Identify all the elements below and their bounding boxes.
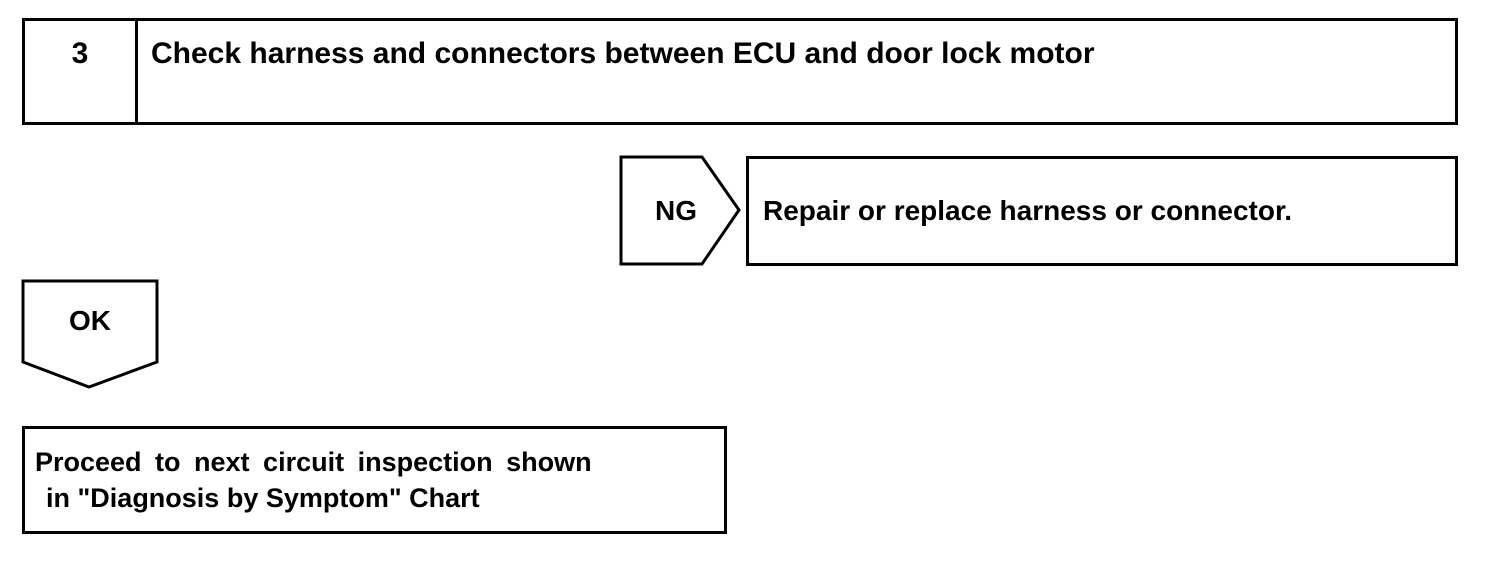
ok-result-box: Proceed to next circuit inspection shown… <box>22 426 727 534</box>
step-title: Check harness and connectors between ECU… <box>151 37 1095 70</box>
ok-arrow <box>21 279 159 389</box>
ng-result-box: Repair or replace harness or connector. <box>746 156 1458 266</box>
ng-arrow <box>619 155 741 266</box>
ok-result-line1: Proceed to next circuit inspection shown <box>35 447 592 477</box>
ng-result-text: Repair or replace harness or connector. <box>763 195 1293 226</box>
ng-label: NG <box>655 195 697 226</box>
step-number-cell: 3 <box>25 21 138 122</box>
ok-result-line2: in "Diagnosis by Symptom" Chart <box>46 483 480 513</box>
step-box: 3 Check harness and connectors between E… <box>22 18 1458 125</box>
ok-label: OK <box>69 305 111 336</box>
step-number: 3 <box>71 37 89 70</box>
